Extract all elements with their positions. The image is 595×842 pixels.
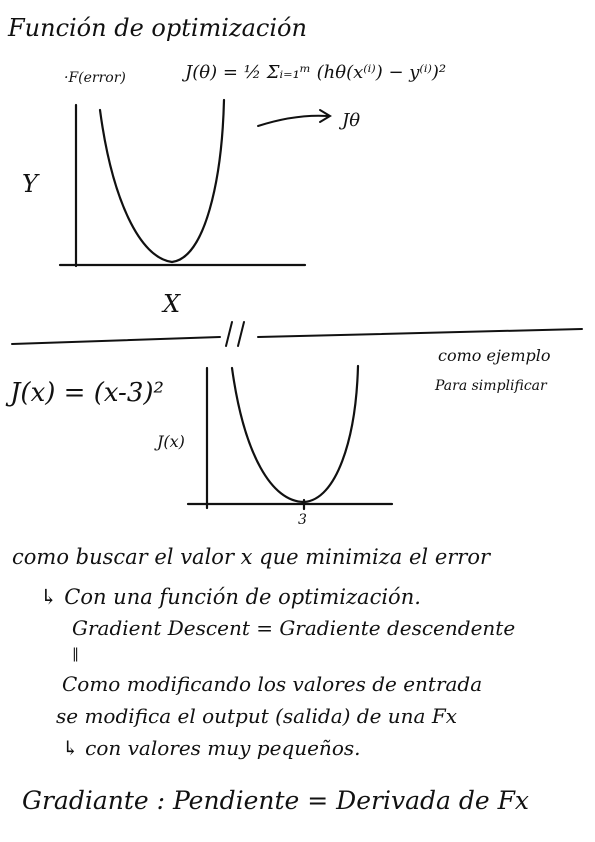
example-note-line-1: como ejemplo [438, 346, 551, 365]
error-function-label: ·F(error) [64, 70, 126, 86]
x-axis-label: X [163, 290, 181, 318]
top-plot-axes [58, 103, 307, 268]
note-line-3: Gradient Descent = Gradiente descendente [72, 616, 516, 640]
page-title: Función de optimización [8, 14, 307, 42]
top-parabola [98, 98, 226, 264]
note-line-5: Como modificando los valores de entrada [62, 672, 483, 696]
note-line-8: Gradiante : Pendiente = Derivada de Fx [22, 786, 530, 815]
bottom-parabola [230, 364, 360, 504]
note-line-7: ↳ con valores muy pequeños. [62, 736, 361, 760]
note-line-6: se modifica el output (salida) de una Fx [56, 704, 457, 728]
note-line-2: ↳ Con una función de optimización. [40, 585, 421, 609]
cost-function-formula: J(θ) = ½ Σᵢ₌₁ᵐ (hθ(x⁽ⁱ⁾) − y⁽ⁱ⁾)² [185, 62, 447, 83]
y-axis-label: Y [22, 170, 38, 198]
example-note-line-2: Para simplificar [435, 378, 547, 394]
arrow-icon [257, 109, 332, 127]
example-equation: J(x) = (x-3)² [10, 378, 164, 408]
note-line-4-mark: ‖ [72, 646, 79, 662]
section-divider [11, 321, 583, 347]
bottom-y-axis-label: J(x) [157, 432, 185, 451]
note-line-1: como buscar el valor x que minimiza el e… [12, 545, 491, 569]
x-tick-label: 3 [298, 512, 307, 528]
arrow-target-label: Jθ [342, 110, 361, 131]
bottom-plot-axes [186, 366, 394, 511]
